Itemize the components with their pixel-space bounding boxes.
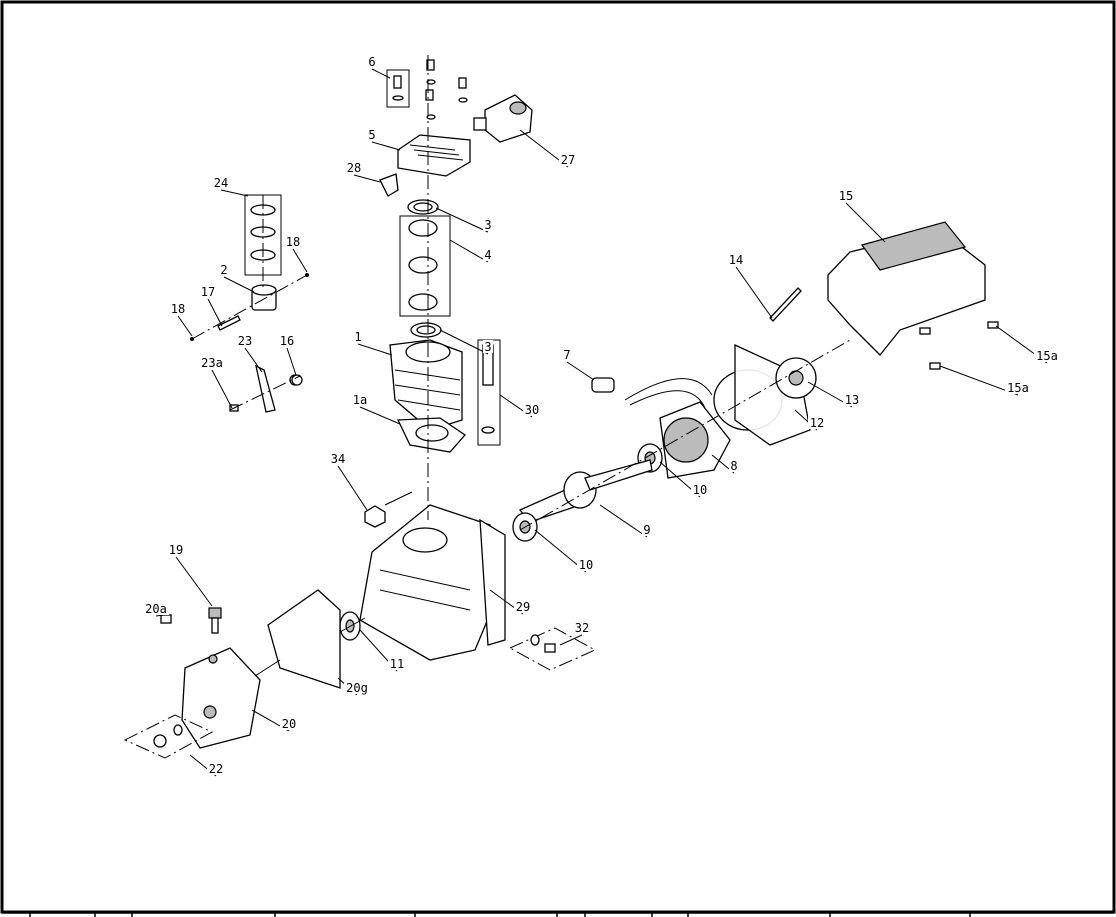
leader-line <box>371 68 391 79</box>
centerlines <box>191 55 851 677</box>
callout-label-20a: 20a <box>145 602 167 616</box>
callout-label-1: 1 <box>354 330 361 344</box>
callout-label-9: 9 <box>643 523 650 537</box>
part-connector-16 <box>291 374 303 386</box>
callout-label-14: 14 <box>729 253 743 267</box>
part-bolt-set-6 <box>386 69 410 108</box>
part-cylinder-head-5 <box>397 134 471 177</box>
leader-line <box>286 347 297 376</box>
part-intake-filter-27 <box>473 94 533 143</box>
callout-label-29: 29 <box>516 600 530 614</box>
callout-label-18: 18 <box>286 235 300 249</box>
callout-label-7: 7 <box>563 348 570 362</box>
callout-label-4: 4 <box>484 248 491 262</box>
callout-label-6: 6 <box>368 55 375 69</box>
callout-label-24: 24 <box>214 176 228 190</box>
leader-line <box>207 298 223 327</box>
callout-label-10: 10 <box>693 483 707 497</box>
leader-line <box>353 174 381 183</box>
leader-line <box>292 248 308 273</box>
part-fitting-32 <box>508 627 597 671</box>
callout-label-18: 18 <box>171 302 185 316</box>
callout-label-22: 22 <box>209 762 223 776</box>
part-stator-wiring <box>624 378 713 409</box>
part-drain-plug-22 <box>123 714 214 759</box>
callout-label-30: 30 <box>525 403 539 417</box>
part-piston-2 <box>251 284 277 311</box>
part-shroud-15 <box>827 221 986 356</box>
callout-label-2: 2 <box>220 263 227 277</box>
leader-line <box>559 634 583 646</box>
part-shroud-screws-15a <box>919 321 999 370</box>
callout-label-12: 12 <box>810 416 824 430</box>
part-nut-34 <box>364 505 386 528</box>
callout-label-8: 8 <box>730 459 737 473</box>
callout-label-10: 10 <box>579 558 593 572</box>
callout-label-28: 28 <box>347 161 361 175</box>
callout-label-27: 27 <box>561 153 575 167</box>
leader-line <box>220 189 249 197</box>
part-rod-30 <box>477 339 501 446</box>
part-gasket-top-3 <box>407 199 439 215</box>
leader-line <box>435 207 489 233</box>
leader-line <box>845 202 886 243</box>
callout-label-20g: 20g <box>346 681 368 695</box>
part-head-bolts <box>425 59 468 120</box>
leader-line <box>357 343 393 356</box>
callout-label-20: 20 <box>282 717 296 731</box>
callout-label-1a: 1a <box>353 393 367 407</box>
part-bolt-14 <box>769 287 802 322</box>
callout-label-17: 17 <box>201 285 215 299</box>
callout-label-15a: 15a <box>1007 381 1029 395</box>
callout-label-15: 15 <box>839 189 853 203</box>
callout-label-3: 3 <box>484 340 491 354</box>
callout-label-11: 11 <box>390 657 404 671</box>
leader-line <box>371 141 401 151</box>
part-motor-housing-12 <box>713 343 811 446</box>
callout-label-23a: 23a <box>201 356 223 370</box>
leader-line <box>439 329 489 355</box>
callout-label-34: 34 <box>331 452 345 466</box>
part-crankcase-29 <box>359 504 506 661</box>
callout-label-5: 5 <box>368 128 375 142</box>
callout-label-3: 3 <box>484 218 491 232</box>
parts <box>123 55 999 759</box>
part-end-cover-20 <box>181 647 261 749</box>
part-elbow-28 <box>379 173 399 197</box>
leader-line <box>244 347 263 373</box>
callout-label-15a: 15a <box>1036 349 1058 363</box>
callout-label-23: 23 <box>238 334 252 348</box>
part-rotor-8 <box>659 401 731 479</box>
leader-line <box>566 361 595 381</box>
part-screw-20a <box>160 614 172 624</box>
parts-table-header-lines <box>2 912 1114 917</box>
part-valve-plate-4 <box>399 215 451 317</box>
leader-line <box>359 406 401 425</box>
part-cylinder-gasket-1a <box>396 417 466 453</box>
part-fan-13 <box>775 357 817 399</box>
leader-line <box>337 465 368 511</box>
leader-line <box>735 266 773 319</box>
leader-line <box>211 369 233 409</box>
callout-label-16: 16 <box>280 334 294 348</box>
leader-line <box>449 239 489 263</box>
part-capacitor-7 <box>591 377 615 393</box>
callout-label-32: 32 <box>575 621 589 635</box>
leader-line <box>599 504 648 538</box>
part-crankshaft-9 <box>518 459 653 523</box>
part-breather-19 <box>208 607 222 634</box>
leader-line <box>177 315 193 337</box>
part-gasket-20g <box>267 589 341 689</box>
callout-label-19: 19 <box>169 543 183 557</box>
leader-line <box>155 614 165 617</box>
callout-label-13: 13 <box>845 393 859 407</box>
leader-line <box>175 556 213 607</box>
part-gasket-bottom-3 <box>410 322 442 338</box>
leader-line <box>223 276 255 293</box>
part-cylinder-1 <box>389 339 463 431</box>
part-wrist-pin-17 <box>190 273 309 341</box>
